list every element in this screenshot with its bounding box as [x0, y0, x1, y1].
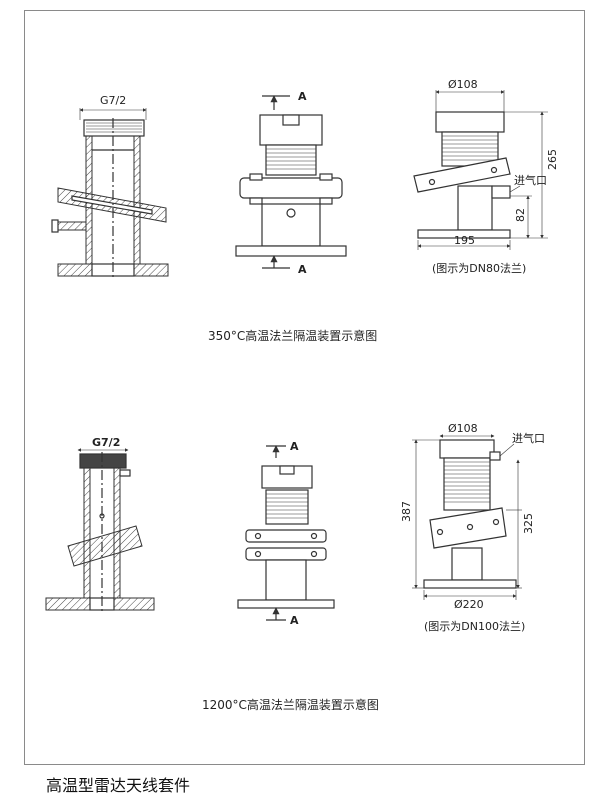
thread-label-350: G7/2 [100, 94, 126, 107]
width-base-350: 195 [454, 234, 475, 247]
bolt-2 [310, 532, 318, 540]
bolt-c [492, 518, 500, 526]
head-notch [279, 465, 295, 475]
fig-1200-section-view: G7/2 [45, 436, 155, 614]
inlet-label-1200: 进气口 [512, 431, 545, 445]
slanted-flange [413, 157, 511, 193]
section-mark-a-top: A [298, 90, 307, 103]
bellows [265, 489, 309, 525]
base-flange [417, 229, 511, 239]
dia-base-1200: Ø220 [454, 598, 484, 611]
side-fitting-tip [51, 219, 59, 233]
fig-350-side-view: Ø108 265 82 进气口 195 [413, 78, 559, 275]
bolt-a [436, 528, 444, 536]
bolt-a [428, 178, 436, 186]
bellows-ribs [444, 461, 490, 503]
inlet-stub [491, 185, 511, 199]
section-mark-a-bottom: A [290, 614, 299, 627]
base-flange [235, 245, 347, 257]
bolt-1 [249, 173, 263, 181]
note-350: (图示为DN80法兰) [432, 261, 526, 275]
bolt-4 [310, 550, 318, 558]
bolt-4 [319, 197, 333, 205]
section-mark-a-bottom: A [298, 263, 307, 276]
height-inner-1200: 325 [522, 513, 535, 534]
dia-top-1200: Ø108 [448, 422, 478, 435]
height-total-1200: 387 [400, 501, 413, 522]
page-title: 高温型雷达天线套件 [46, 776, 191, 795]
side-port [119, 469, 131, 477]
slanted-flange [67, 525, 143, 567]
drawing-frame [24, 10, 585, 765]
inlet-stub [489, 451, 501, 461]
fig-1200-side-view: Ø108 进气口 387 [400, 422, 545, 633]
head-notch [282, 114, 300, 126]
inlet-port [286, 208, 296, 218]
base-flange [237, 599, 335, 609]
pipe-wall-left [83, 467, 91, 599]
section-mark-a-top: A [290, 440, 299, 453]
pipe-body [265, 559, 307, 601]
side-fitting [55, 221, 87, 231]
bellows-ribs [266, 493, 308, 519]
bellows [265, 144, 317, 176]
threaded-cap [79, 453, 127, 469]
bolt-3 [254, 550, 262, 558]
bolt-1 [254, 532, 262, 540]
sensor-head [435, 111, 505, 133]
sensor-head [439, 439, 495, 459]
fig-350-section-view: G7/2 [51, 94, 169, 280]
upper-flange [245, 529, 327, 543]
bellows [441, 131, 499, 167]
bellows [443, 457, 491, 511]
fig-1200-front-view: A A [237, 440, 335, 627]
thread-label-1200: G7/2 [92, 436, 120, 449]
caption-350: 350°C高温法兰隔温装置示意图 [208, 328, 377, 343]
pipe-body [457, 185, 493, 231]
bolt-b [490, 166, 498, 174]
inlet-label-350: 进气口 [514, 173, 547, 187]
bolt-3 [249, 197, 263, 205]
note-1200: (图示为DN100法兰) [424, 619, 525, 633]
threaded-cap [83, 119, 145, 137]
dia-top-350: Ø108 [448, 78, 478, 91]
bolt-b [466, 523, 474, 531]
upper-flange [239, 177, 343, 199]
thread-lines [86, 122, 142, 133]
bellows-ribs [442, 135, 498, 161]
inlet-leader [499, 443, 515, 457]
bellows-ribs [266, 148, 316, 170]
flange-gap [71, 195, 153, 215]
height-lower-350: 82 [514, 208, 527, 222]
pipe-body [451, 547, 483, 581]
bolt-2 [319, 173, 333, 181]
height-total-350: 265 [546, 149, 559, 170]
inlet-leader [509, 185, 521, 193]
base-flange [423, 579, 517, 589]
caption-1200: 1200°C高温法兰隔温装置示意图 [202, 697, 379, 712]
pipe-wall-right [133, 135, 141, 265]
fig-350-front-view: A A [235, 90, 347, 276]
